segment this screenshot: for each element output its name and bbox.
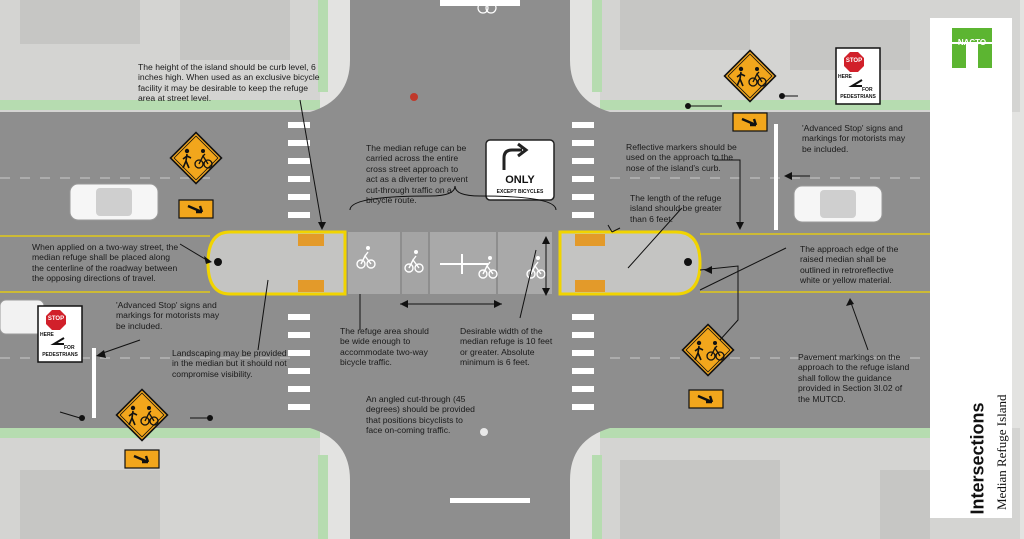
note-length: The length of the refuge island should b… (630, 193, 722, 224)
note-two-way: When applied on a two-way street, the me… (32, 242, 179, 284)
stop-sign-right-pedestrians: PEDESTRIANS (840, 94, 876, 100)
car-right (793, 185, 883, 223)
cyclist-bottom (480, 428, 488, 436)
stop-sign-left-here: HERE (40, 332, 54, 338)
page-subtitle: Median Refuge Island (994, 394, 1009, 510)
stop-here-sign-right (835, 47, 881, 105)
page-title: Intersections (967, 402, 988, 515)
note-desirable-width: Desirable width of the median refuge is … (460, 326, 553, 368)
note-advanced-stop-left: 'Advanced Stop' signs and markings for m… (116, 300, 220, 331)
arrow-plaque-top (731, 111, 769, 133)
stop-sign-right-for: FOR (862, 87, 873, 93)
stop-sign-left-for: FOR (64, 345, 75, 351)
crosswalk-left (288, 122, 310, 410)
note-reflective-markers: Reflective markers should be used on the… (626, 142, 737, 173)
note-angled-cut: An angled cut-through (45 degrees) shoul… (366, 394, 475, 436)
title-block: Intersections Median Refuge Island (950, 370, 1010, 520)
note-refuge-wide: The refuge area should be wide enough to… (340, 326, 429, 368)
cyclist-top (410, 93, 418, 101)
stop-sign-right-here: HERE (838, 74, 852, 80)
nacto-logo (952, 28, 992, 68)
note-pavement-markings: Pavement markings on the approach to the… (798, 352, 910, 404)
leader-lines (59, 95, 869, 419)
only-sign (485, 139, 555, 201)
only-sign-except-text: EXCEPT BICYCLES (496, 189, 544, 195)
note-landscaping: Landscaping may be provided in the media… (172, 348, 287, 379)
refuge-island-right (558, 230, 702, 296)
note-approach-edge: The approach edge of the raised median s… (800, 244, 899, 286)
only-sign-text: ONLY (505, 174, 535, 186)
nacto-logo-text: NACTO (957, 38, 987, 47)
bike-refuge-boxes (348, 232, 552, 294)
crosswalk-right (572, 122, 594, 410)
arrow-plaque-left (177, 198, 215, 220)
note-curb-height: The height of the island should be curb … (138, 62, 320, 104)
stop-sign-left-stop: STOP (47, 316, 65, 322)
stop-here-sign-left (37, 305, 83, 363)
stop-sign-left-pedestrians: PEDESTRIANS (42, 352, 78, 358)
arrow-plaque-right (687, 388, 725, 410)
stop-sign-right-stop: STOP (845, 58, 863, 64)
refuge-island-left (206, 230, 347, 296)
car-left (69, 183, 159, 221)
note-median-across: The median refuge can be carried across … (366, 143, 468, 206)
title-sidebar (930, 18, 1012, 518)
note-advanced-stop-right: 'Advanced Stop' signs and markings for m… (802, 123, 906, 154)
arrow-plaque-bottom (123, 448, 161, 470)
